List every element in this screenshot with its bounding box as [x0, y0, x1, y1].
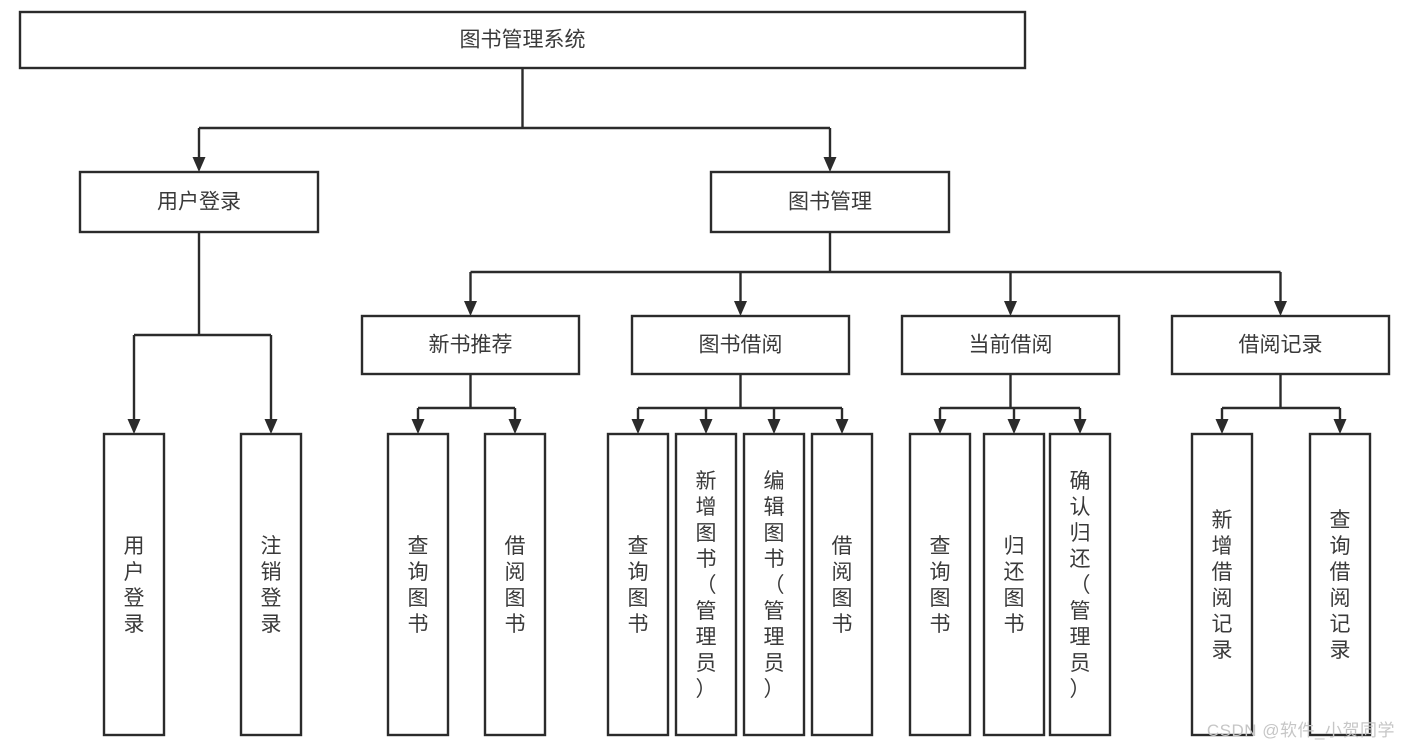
level3-box[interactable]	[1170, 314, 1391, 376]
connector-arrowhead	[127, 419, 141, 434]
level3-box[interactable]	[630, 314, 851, 376]
leaf-node[interactable]: 借阅图书	[483, 432, 547, 737]
connector-layer	[127, 68, 1347, 434]
connector-arrowhead	[1333, 419, 1347, 434]
leaf-box[interactable]	[742, 432, 806, 737]
level3-node[interactable]: 图书借阅	[630, 314, 851, 376]
leaf-label: 查询图书	[408, 535, 429, 636]
leaf-node[interactable]: 新增图书（管理员）	[674, 432, 738, 737]
level2-label: 用户登录	[157, 191, 241, 214]
leaf-label: 借阅图书	[832, 535, 853, 636]
level3-label: 图书借阅	[699, 334, 783, 357]
leaf-box[interactable]	[102, 432, 166, 737]
connector-arrowhead	[835, 419, 849, 434]
leaf-box[interactable]	[908, 432, 972, 737]
leaf-box[interactable]	[1190, 432, 1254, 737]
leaf-label: 用户登录	[124, 535, 145, 636]
connector-arrowhead	[508, 419, 522, 434]
leaf-node[interactable]: 查询图书	[386, 432, 450, 737]
level3-box[interactable]	[360, 314, 581, 376]
leaf-box[interactable]	[810, 432, 874, 737]
level2-node[interactable]: 图书管理	[709, 170, 951, 234]
connector-arrowhead	[823, 157, 837, 172]
leaf-box[interactable]	[982, 432, 1046, 737]
leaf-node[interactable]: 查询图书	[606, 432, 670, 737]
level2-box[interactable]	[78, 170, 320, 234]
connector-arrowhead	[1215, 419, 1229, 434]
leaf-box[interactable]	[674, 432, 738, 737]
connector-arrowhead	[933, 419, 947, 434]
level3-node[interactable]: 借阅记录	[1170, 314, 1391, 376]
leaf-box[interactable]	[1308, 432, 1372, 737]
leaf-box[interactable]	[483, 432, 547, 737]
connector-arrowhead	[192, 157, 206, 172]
leaf-box[interactable]	[239, 432, 303, 737]
level2-node[interactable]: 用户登录	[78, 170, 320, 234]
level3-label: 新书推荐	[429, 334, 513, 357]
leaf-node[interactable]: 新增借阅记录	[1190, 432, 1254, 737]
level3-node[interactable]: 当前借阅	[900, 314, 1121, 376]
leaf-label: 借阅图书	[505, 535, 526, 636]
leaf-label: 查询借阅记录	[1330, 509, 1351, 662]
root-node[interactable]: 图书管理系统	[18, 10, 1027, 70]
connector-arrowhead	[1274, 301, 1287, 316]
connector-arrowhead	[1004, 301, 1017, 316]
leaf-node[interactable]: 用户登录	[102, 432, 166, 737]
level2-label: 图书管理	[788, 191, 872, 214]
leaf-label: 归还图书	[1004, 535, 1025, 636]
connector-arrowhead	[411, 419, 425, 434]
leaf-label: 查询图书	[628, 535, 649, 636]
leaf-node[interactable]: 注销登录	[239, 432, 303, 737]
connector-arrowhead	[1007, 419, 1021, 434]
connector-arrowhead	[464, 301, 477, 316]
leaf-node[interactable]: 借阅图书	[810, 432, 874, 737]
leaf-label: 编辑图书（管理员）	[764, 470, 785, 701]
leaf-node[interactable]: 查询借阅记录	[1308, 432, 1372, 737]
leaf-label: 注销登录	[261, 535, 282, 636]
connector-arrowhead	[264, 419, 278, 434]
level3-box[interactable]	[900, 314, 1121, 376]
level3-node[interactable]: 新书推荐	[360, 314, 581, 376]
leaf-node[interactable]: 归还图书	[982, 432, 1046, 737]
level3-label: 当前借阅	[969, 334, 1053, 357]
level2-box[interactable]	[709, 170, 951, 234]
leaf-label: 确认归还（管理员）	[1070, 470, 1091, 701]
leaf-box[interactable]	[1048, 432, 1112, 737]
leaf-box[interactable]	[606, 432, 670, 737]
connector-arrowhead	[734, 301, 747, 316]
leaf-label: 新增图书（管理员）	[696, 470, 717, 701]
leaf-node[interactable]: 查询图书	[908, 432, 972, 737]
leaf-box[interactable]	[386, 432, 450, 737]
leaf-label: 查询图书	[930, 535, 951, 636]
node-layer: 图书管理系统用户登录图书管理新书推荐图书借阅当前借阅借阅记录用户登录注销登录查询…	[18, 10, 1391, 737]
leaf-node[interactable]: 编辑图书（管理员）	[742, 432, 806, 737]
root-label: 图书管理系统	[460, 29, 586, 52]
connector-arrowhead	[1073, 419, 1087, 434]
connector-arrowhead	[631, 419, 645, 434]
root-box[interactable]	[18, 10, 1027, 70]
leaf-label: 新增借阅记录	[1212, 509, 1233, 662]
connector-arrowhead	[699, 419, 713, 434]
level3-label: 借阅记录	[1239, 334, 1323, 357]
leaf-node[interactable]: 确认归还（管理员）	[1048, 432, 1112, 737]
connector-arrowhead	[767, 419, 781, 434]
